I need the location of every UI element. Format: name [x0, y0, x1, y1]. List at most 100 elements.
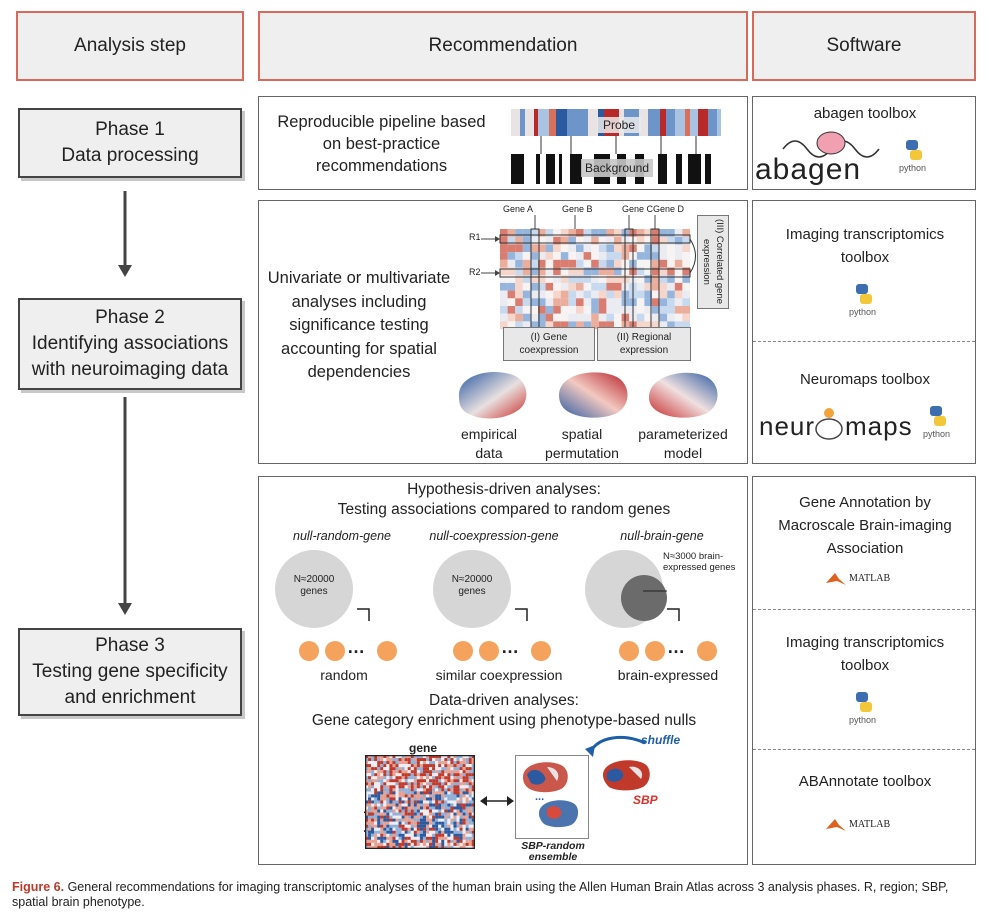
matrix-cell: [456, 779, 460, 783]
phase-3-box: Phase 3 Testing gene specificity and enr…: [18, 628, 242, 716]
matrix-cell: [398, 809, 402, 813]
matrix-cell: [416, 806, 420, 810]
matrix-cell: [374, 800, 378, 804]
matrix-cell: [465, 797, 469, 801]
matrix-cell: [380, 836, 384, 840]
matrix-cell: [471, 839, 475, 843]
phase-2-desc-2: with neuroimaging data: [31, 359, 229, 380]
matrix-cell: [471, 833, 475, 837]
matrix-cell: [450, 803, 454, 807]
matrix-cell: [468, 821, 472, 825]
matrix-cell: [459, 812, 463, 816]
matrix-cell: [398, 824, 402, 828]
heatmap-cell: [652, 321, 660, 330]
matrix-cell: [432, 836, 436, 840]
matrix-cell: [462, 797, 466, 801]
matrix-cell: [413, 827, 417, 831]
matrix-cell: [426, 836, 430, 840]
heatmap-cell: [614, 306, 622, 314]
matrix-cell: [450, 797, 454, 801]
matrix-cell: [413, 842, 417, 846]
heatmap-cell: [568, 267, 576, 276]
matrix-cell: [365, 815, 369, 819]
matrix-cell: [386, 773, 390, 777]
matrix-cell: [471, 842, 475, 846]
matrix-cell: [426, 770, 430, 774]
matrix-cell: [380, 833, 384, 837]
matrix-cell: [404, 764, 408, 768]
heatmap-cell: [538, 298, 546, 306]
matrix-cell: [404, 833, 408, 837]
heatmap-cell: [644, 321, 652, 330]
matrix-cell: [371, 803, 375, 807]
matrix-cell: [419, 779, 423, 783]
matrix-cell: [416, 782, 420, 786]
heatmap-cell: [606, 298, 614, 306]
matrix-cell: [374, 761, 378, 765]
matrix-cell: [441, 809, 445, 813]
matrix-cell: [395, 779, 399, 783]
heatmap-cell: [560, 229, 569, 237]
phase-3-desc-1: Testing gene specificity: [32, 661, 228, 682]
matrix-cell: [368, 827, 372, 831]
matrix-cell: [471, 845, 475, 849]
heatmap-cell: [576, 252, 584, 260]
matrix-cell: [374, 785, 378, 789]
matrix-cell: [426, 761, 430, 765]
heatmap-cell: [530, 244, 538, 253]
matrix-cell: [419, 809, 423, 813]
matrix-cell: [395, 824, 399, 828]
matrix-cell: [429, 809, 433, 813]
matrix-cell: [401, 770, 405, 774]
heatmap-cell: [682, 229, 690, 237]
matrix-cell: [380, 827, 384, 831]
matrix-cell: [441, 821, 445, 825]
background-label: Background: [581, 159, 653, 177]
matrix-cell: [456, 815, 460, 819]
heatmap-cell: [659, 252, 668, 260]
heatmap-cell: [538, 267, 546, 276]
matrix-cell: [395, 788, 399, 792]
heatmap-cell: [522, 259, 531, 268]
matrix-cell: [374, 842, 378, 846]
matrix-cell: [416, 830, 420, 834]
heatmap-cell: [606, 306, 614, 314]
matrix-cell: [465, 839, 469, 843]
matrix-cell: [453, 809, 457, 813]
heatmap-cell: [500, 298, 508, 306]
matrix-cell: [471, 755, 475, 759]
matrix-cell: [392, 830, 396, 834]
matrix-cell: [453, 803, 457, 807]
matrix-cell: [416, 839, 420, 843]
matrix-cell: [371, 794, 375, 798]
matrix-cell: [426, 767, 430, 771]
heatmap-cell: [560, 259, 569, 268]
matrix-cell: [377, 803, 381, 807]
matrix-cell: [410, 845, 414, 849]
matrix-cell: [453, 779, 457, 783]
matrix-cell: [413, 782, 417, 786]
matrix-cell: [401, 764, 405, 768]
matrix-cell: [444, 821, 448, 825]
matrix-cell: [377, 767, 381, 771]
matrix-cell: [377, 776, 381, 780]
matrix-cell: [456, 839, 460, 843]
matrix-cell: [389, 761, 393, 765]
heatmap-cell: [507, 244, 516, 253]
matrix-cell: [441, 824, 445, 828]
matrix-cell: [389, 797, 393, 801]
matrix-cell: [450, 785, 454, 789]
matrix-cell: [380, 818, 384, 822]
matrix-cell: [429, 779, 433, 783]
matrix-cell: [432, 800, 436, 804]
matrix-cell: [368, 818, 372, 822]
matrix-cell: [383, 821, 387, 825]
matrix-cell: [422, 779, 427, 783]
matrix-cell: [368, 755, 372, 759]
heatmap-cell: [576, 290, 584, 299]
gene-dot: [299, 641, 319, 661]
matrix-cell: [404, 818, 408, 822]
matrix-cell: [456, 755, 460, 759]
ensemble-label-1: SBP-random: [521, 840, 585, 852]
matrix-cell: [404, 776, 408, 780]
